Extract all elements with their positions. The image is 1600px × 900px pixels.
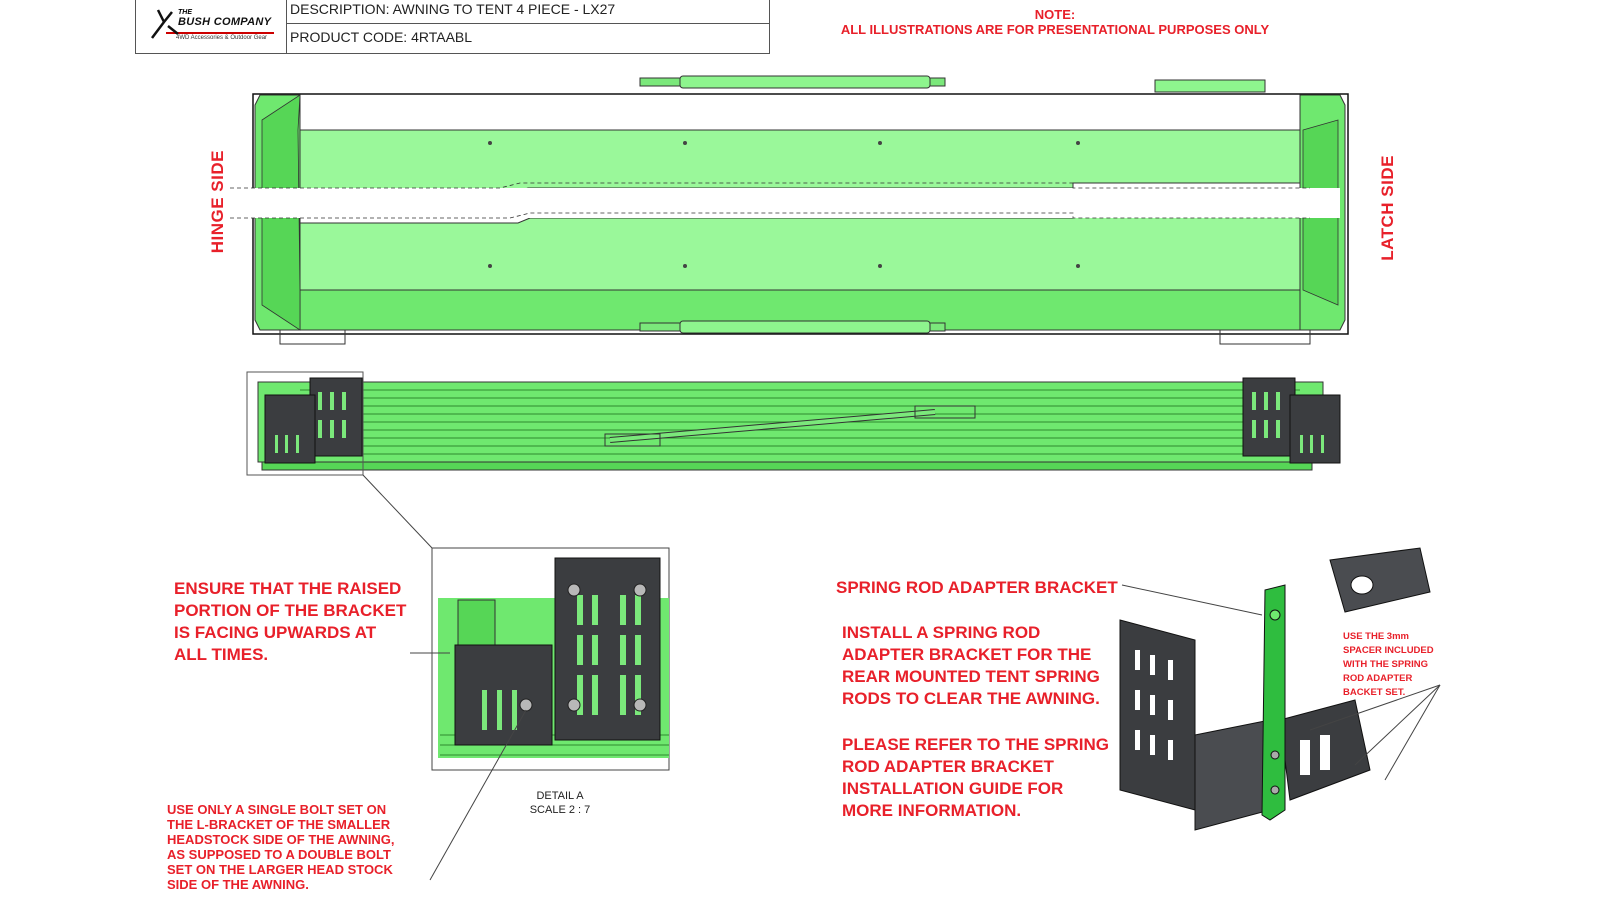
callout-line: PLEASE REFER TO THE SPRING (842, 735, 1110, 754)
callout-line: ENSURE THAT THE RAISED (174, 579, 402, 598)
install-callout: INSTALL A SPRING ROD ADAPTER BRACKET FOR… (842, 622, 1100, 710)
awning-top-view (230, 75, 1349, 345)
description-field: DESCRIPTION: AWNING TO TENT 4 PIECE - LX… (287, 0, 769, 24)
awning-side-view (246, 371, 1341, 476)
callout-line: ALL TIMES. (174, 645, 269, 664)
raised-portion-callout: ENSURE THAT THE RAISED PORTION OF THE BR… (174, 578, 406, 666)
logo-underline (166, 32, 274, 34)
callout-line: ROD ADAPTER (1343, 673, 1413, 684)
note-text: ALL ILLUSTRATIONS ARE FOR PRESENTATIONAL… (840, 22, 1270, 37)
logo-tagline: 4WD Accessories & Outdoor Gear (176, 35, 268, 41)
callout-line: AS SUPPOSED TO A DOUBLE BOLT (167, 847, 391, 862)
note-heading: NOTE: (1034, 7, 1076, 22)
logo-the-text: THE (178, 9, 192, 16)
company-logo: THE BUSH COMPANY 4WD Accessories & Outdo… (136, 0, 287, 53)
callout-line: INSTALL A SPRING ROD (842, 623, 1041, 642)
callout-line: PORTION OF THE BRACKET (174, 601, 407, 620)
callout-line: ROD ADAPTER BRACKET (842, 757, 1054, 776)
detail-name: DETAIL A (536, 790, 584, 802)
callout-line: RODS TO CLEAR THE AWNING. (842, 689, 1100, 708)
callout-line: MORE INFORMATION. (842, 801, 1022, 820)
callout-line: BACKET SET. (1343, 687, 1406, 698)
callout-line: SPACER INCLUDED (1343, 645, 1434, 656)
detail-caption: DETAIL A SCALE 2 : 7 (510, 789, 610, 817)
single-bolt-callout: USE ONLY A SINGLE BOLT SET ON THE L-BRAC… (167, 802, 395, 892)
refer-callout: PLEASE REFER TO THE SPRING ROD ADAPTER B… (842, 734, 1109, 822)
callout-line: ADAPTER BRACKET FOR THE (842, 645, 1092, 664)
product-code-field: PRODUCT CODE: 4RTAABL (290, 29, 473, 45)
spring-rod-adapter-label: SPRING ROD ADAPTER BRACKET (836, 578, 1118, 597)
logo-name: BUSH COMPANY (178, 16, 272, 28)
callout-line: HEADSTOCK SIDE OF THE AWNING, (167, 832, 395, 847)
detail-scale: SCALE 2 : 7 (529, 804, 591, 816)
title-block: THE BUSH COMPANY 4WD Accessories & Outdo… (135, 0, 770, 54)
hinge-side-label: HINGE SIDE (208, 150, 227, 254)
callout-line: WITH THE SPRING (1343, 659, 1428, 670)
antelope-logo-icon (151, 9, 179, 39)
callout-line: THE L-BRACKET OF THE SMALLER (167, 817, 391, 832)
presentation-note: NOTE: ALL ILLUSTRATIONS ARE FOR PRESENTA… (820, 7, 1290, 37)
callout-line: IS FACING UPWARDS AT (174, 623, 377, 642)
callout-line: USE THE 3mm (1343, 631, 1409, 642)
callout-line: REAR MOUNTED TENT SPRING (842, 667, 1100, 686)
callout-line: SIDE OF THE AWNING. (167, 877, 309, 892)
spacer-callout: USE THE 3mm SPACER INCLUDED WITH THE SPR… (1343, 630, 1434, 700)
detail-a-view (431, 547, 670, 771)
callout-line: USE ONLY A SINGLE BOLT SET ON (167, 802, 387, 817)
callout-line: SET ON THE LARGER HEAD STOCK (167, 862, 393, 877)
callout-line: INSTALLATION GUIDE FOR (842, 779, 1064, 798)
spring-rod-bracket-illustration (1119, 547, 1431, 831)
latch-side-label: LATCH SIDE (1378, 155, 1397, 261)
